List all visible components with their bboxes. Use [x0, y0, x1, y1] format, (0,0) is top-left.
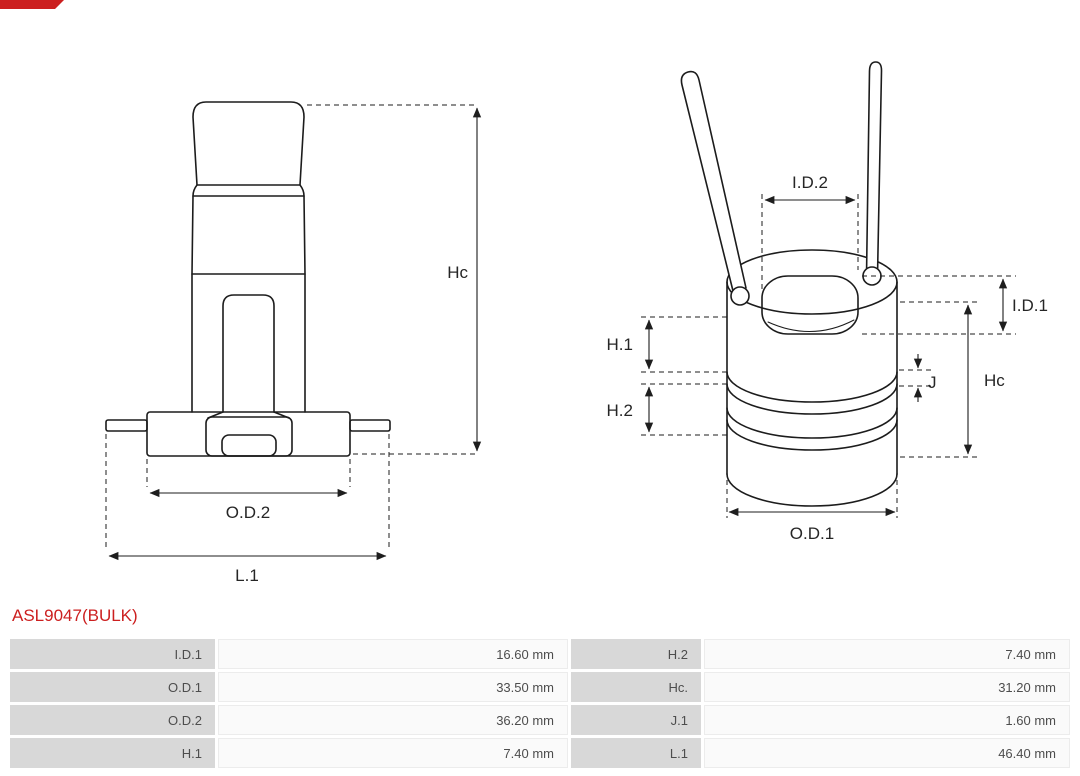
- spec-cell-label: Hc.: [571, 672, 701, 702]
- spec-cell-label: O.D.1: [10, 672, 215, 702]
- dim-label-h2: H.2: [607, 401, 633, 420]
- spec-grid: I.D.1 16.60 mm H.2 7.40 mm O.D.1 33.50 m…: [10, 639, 1070, 768]
- slip-ring-side-outline: [105, 101, 391, 457]
- dim-label-hc-side: Hc: [447, 263, 468, 282]
- groove-ring-1: [726, 371, 898, 415]
- spec-cell-value: 16.60 mm: [218, 639, 568, 669]
- flange-hub-inner: [221, 434, 277, 457]
- dim-label-h1: H.1: [607, 335, 633, 354]
- perspective-dimension-lines: [644, 195, 1008, 517]
- terminal-wire-left: [680, 70, 747, 298]
- spec-cell-value: 36.20 mm: [218, 705, 568, 735]
- dim-label-id1: I.D.1: [1012, 296, 1048, 315]
- shaft-groove: [192, 184, 305, 197]
- dim-label-hc-perspective: Hc: [984, 371, 1005, 390]
- cylinder-sides: [726, 281, 898, 475]
- slip-ring-cylinder-outline: [680, 61, 898, 507]
- spec-cell-label: H.1: [10, 738, 215, 768]
- dim-label-l1: L.1: [235, 566, 259, 585]
- spec-cell-value: 31.20 mm: [704, 672, 1070, 702]
- side-view-drawing: Hc O.D.2 L.1: [105, 101, 482, 585]
- wire-tip-left: [730, 286, 750, 306]
- spec-cell-value: 46.40 mm: [704, 738, 1070, 768]
- shaft-cap: [192, 101, 305, 186]
- spec-cell-value: 1.60 mm: [704, 705, 1070, 735]
- side-view-extension-lines: [105, 104, 477, 551]
- side-view-dimension-lines: [108, 107, 482, 561]
- cylinder-bottom-edge: [726, 473, 898, 507]
- spec-cell-label: H.2: [571, 639, 701, 669]
- shaft-body: [191, 273, 306, 413]
- shaft-slot: [222, 294, 275, 413]
- product-dimension-diagram: Hc O.D.2 L.1: [105, 61, 1048, 585]
- perspective-extension-lines: [641, 194, 1016, 518]
- spec-cell-value: 7.40 mm: [218, 738, 568, 768]
- flange-tab-right: [349, 419, 391, 432]
- spec-cell-label: I.D.1: [10, 639, 215, 669]
- flange-hub: [205, 416, 293, 457]
- spec-cell-value: 7.40 mm: [704, 639, 1070, 669]
- spec-cell-value: 33.50 mm: [218, 672, 568, 702]
- flange-outline: [146, 411, 351, 457]
- shaft-mid: [191, 195, 306, 275]
- part-number: ASL9047(BULK): [12, 606, 138, 625]
- bore-depth-line: [767, 319, 855, 332]
- brand-logo-icon: [0, 0, 64, 9]
- spec-table: I.D.1 16.60 mm H.2 7.40 mm O.D.1 33.50 m…: [10, 639, 1070, 768]
- terminal-wire-right: [865, 61, 883, 277]
- perspective-view-drawing: I.D.2 I.D.1 Hc H.1 H.2 J O.D.1: [607, 61, 1048, 543]
- dim-label-od1: O.D.1: [790, 524, 834, 543]
- flange-tab-left: [105, 419, 148, 432]
- cylinder-bore: [761, 275, 859, 335]
- spec-cell-label: O.D.2: [10, 705, 215, 735]
- dim-label-id2: I.D.2: [792, 173, 828, 192]
- spec-cell-label: L.1: [571, 738, 701, 768]
- dim-label-od2: O.D.2: [226, 503, 270, 522]
- dim-label-j: J: [928, 373, 937, 392]
- spec-cell-label: J.1: [571, 705, 701, 735]
- groove-ring-2: [726, 407, 898, 451]
